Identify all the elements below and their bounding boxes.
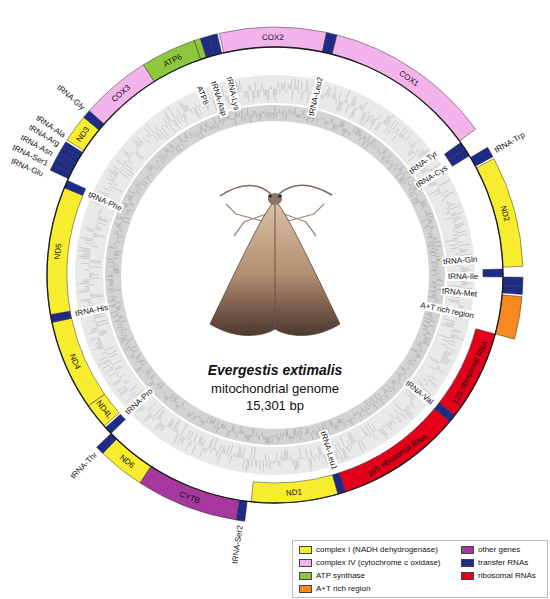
legend-swatch <box>461 546 474 554</box>
legend-text: transfer RNAs <box>478 558 528 568</box>
gene-label: tRNA-Gly <box>55 83 88 113</box>
gene-block <box>140 466 239 520</box>
legend-text: ribosomal RNAs <box>478 571 536 581</box>
legend-swatch <box>299 546 312 554</box>
gene-label: tRNA-Ser2 <box>230 524 245 566</box>
gene-label: ND1 <box>286 487 303 497</box>
gene-label: tRNA-Thr <box>68 450 100 482</box>
gene-block <box>52 318 105 406</box>
gene-label: tRNA-Ile <box>447 272 479 281</box>
gene-block <box>476 159 523 267</box>
legend-text: complex IV (cytochrome c oxidase) <box>316 558 441 568</box>
legend-swatch <box>299 585 312 593</box>
gene-block <box>332 35 476 141</box>
gene-block <box>502 285 522 295</box>
genome-subtitle: mitochondrial genome <box>0 381 550 397</box>
legend-text: other genes <box>478 545 520 555</box>
legend-text: A+T rich region <box>316 584 370 594</box>
gene-block <box>47 188 83 315</box>
gene-block <box>439 329 495 416</box>
legend-swatch <box>461 572 474 580</box>
legend-box: complex I (NADH dehydrogenase) complex IV… <box>292 540 548 598</box>
gene-label: COX2 <box>262 32 284 41</box>
legend-swatch <box>299 559 312 567</box>
gene-block <box>89 65 154 124</box>
species-name: Evergestis extimalis <box>0 362 550 378</box>
gene-block <box>503 277 523 286</box>
gene-blocks <box>47 27 523 521</box>
legend-swatch <box>461 559 474 567</box>
gene-block <box>144 41 201 82</box>
legend-text: complex I (NADH dehydrogenase) <box>316 545 438 555</box>
genome-circle <box>47 47 503 503</box>
gene-block <box>251 475 338 503</box>
legend-swatch <box>299 572 312 580</box>
gene-block <box>219 27 326 53</box>
gene-label: tRNA-Trp <box>492 130 527 155</box>
gene-block <box>483 269 503 277</box>
gene-block <box>339 409 449 492</box>
genome-length: 15,301 bp <box>0 398 550 414</box>
gene-block <box>64 180 85 195</box>
gene-block <box>209 34 222 55</box>
legend-text: ATP synthase <box>316 571 365 581</box>
moth-illustration <box>210 185 340 335</box>
